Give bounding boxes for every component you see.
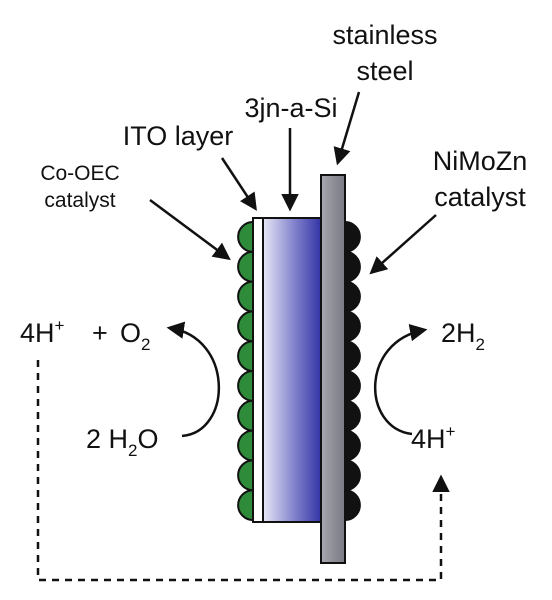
- catalyst-bump: [344, 489, 361, 522]
- catalyst-bump: [344, 459, 361, 492]
- ito-label: ITO layer: [123, 121, 234, 151]
- co-oec-label-line1: Co-OEC: [40, 162, 119, 185]
- catalyst-bump: [237, 459, 254, 492]
- co-oec-catalyst-layer: [237, 220, 254, 522]
- catalyst-bump: [237, 280, 254, 313]
- catalyst-bump: [344, 280, 361, 313]
- nimozn-pointer-arrow-icon: [369, 214, 437, 275]
- nimozn-label-line1: NiMoZn: [433, 146, 528, 176]
- nimozn-label-line2: catalyst: [434, 182, 526, 212]
- catalyst-bump: [237, 340, 254, 373]
- proton-transport-dashed-arrow-icon: [36, 360, 450, 582]
- ito-layer: [252, 217, 264, 523]
- catalyst-bump: [237, 489, 254, 522]
- hydrogen-product: 2H2: [441, 318, 485, 354]
- catalyst-bump: [237, 310, 254, 343]
- catalyst-bump: [237, 369, 254, 402]
- stainless-label-line1: stainless: [332, 20, 437, 50]
- stainless-pointer-arrow-icon: [333, 91, 361, 166]
- protons-reactant: 4H+: [411, 422, 456, 454]
- stainless-label-line2: steel: [356, 56, 413, 86]
- reduction-curved-arrow-icon: [373, 323, 428, 436]
- catalyst-bump: [344, 399, 361, 432]
- nimozn-catalyst-layer: [344, 220, 361, 522]
- protons-product: 4H+: [20, 316, 65, 348]
- co-oec-label-line2: catalyst: [44, 189, 115, 212]
- catalyst-bump: [344, 369, 361, 402]
- oxidation-curved-arrow-icon: [166, 321, 221, 438]
- catalyst-bump: [344, 310, 361, 343]
- a-si-label: 3jn-a-Si: [244, 93, 337, 123]
- left-product-text: 4H+ + O2: [20, 316, 150, 354]
- catalyst-bump: [344, 250, 361, 283]
- catalyst-bump: [237, 220, 254, 253]
- catalyst-bump: [237, 399, 254, 432]
- catalyst-bump: [344, 220, 361, 253]
- plus-sign: +: [92, 318, 108, 348]
- ito-pointer-arrow-icon: [220, 157, 257, 211]
- catalyst-bump: [237, 250, 254, 283]
- stainless-steel-plate: [320, 174, 346, 564]
- water-reactant: 2 H2O: [86, 424, 159, 460]
- oxygen-product: O2: [120, 318, 150, 354]
- catalyst-bump: [237, 429, 254, 462]
- catalyst-bump: [344, 429, 361, 462]
- a-si-absorber: [262, 217, 322, 523]
- co-oec-pointer-arrow-icon: [149, 198, 231, 261]
- catalyst-bump: [344, 340, 361, 373]
